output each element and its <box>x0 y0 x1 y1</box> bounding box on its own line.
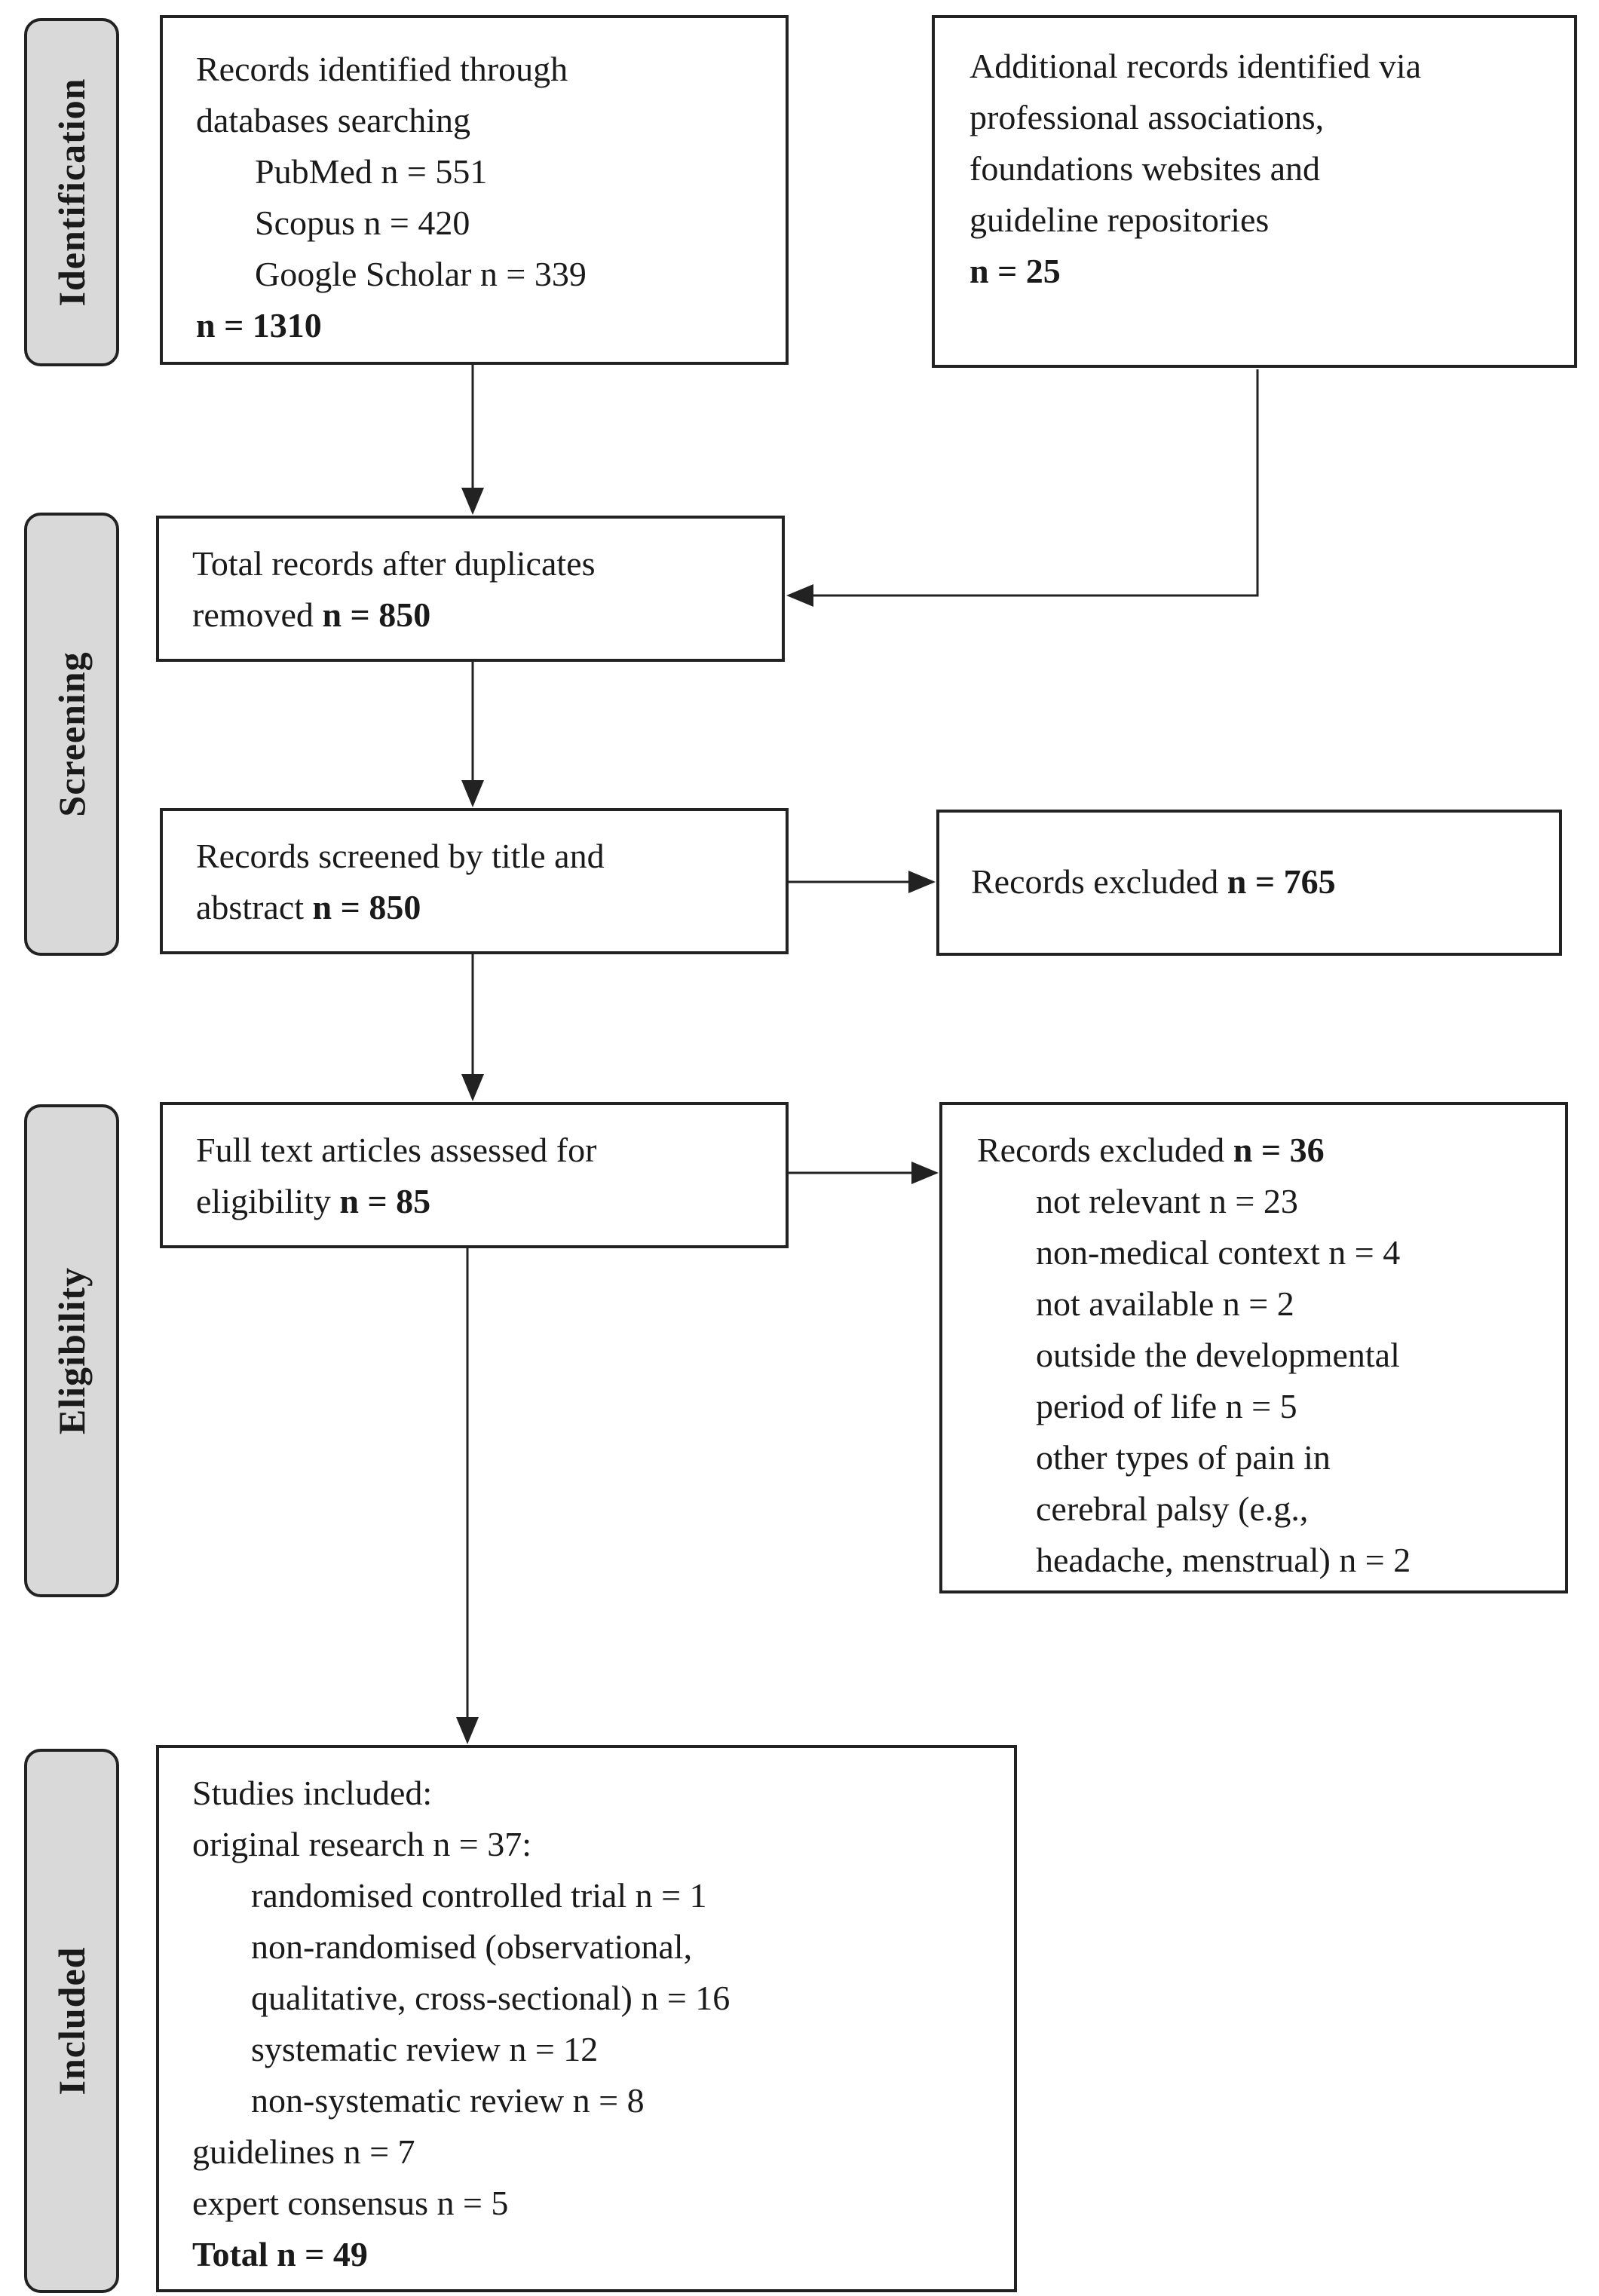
included-sub-item: non-systematic review n = 8 <box>251 2081 645 2120</box>
excluded-screening-text: Records excluded <box>971 862 1227 901</box>
after-duplicates-line-1: Total records after duplicates <box>192 544 596 583</box>
included-sub-item: randomised controlled trial n = 1 <box>251 1876 707 1915</box>
additional-line-1: Additional records identified via <box>970 47 1422 85</box>
full-text-line-1: Full text articles assessed for <box>196 1131 597 1169</box>
included-sub-item: systematic review n = 12 <box>251 2030 599 2068</box>
additional-line-3: foundations websites and <box>970 149 1321 188</box>
included-head: Studies included: <box>192 1774 433 1812</box>
box-records-excluded-screening: Records excluded n = 765 <box>936 810 1562 956</box>
additional-line-2: professional associations, <box>970 98 1325 136</box>
excluded-reason: cerebral palsy (e.g., <box>1036 1489 1309 1528</box>
excluded-reason: non-medical context n = 4 <box>1036 1233 1401 1272</box>
identified-line-2: databases searching <box>196 101 471 139</box>
identified-total: n = 1310 <box>196 306 322 344</box>
full-text-text: eligibility <box>196 1182 340 1220</box>
phase-identification: Identification <box>24 18 119 366</box>
included-total-text: Total <box>192 2235 277 2273</box>
screened-line-2: abstract n = 850 <box>196 882 786 933</box>
screened-line-1: Records screened by title and <box>196 837 605 875</box>
identified-line-1: Records identified through <box>196 50 568 88</box>
excluded-reason: period of life n = 5 <box>1036 1387 1297 1425</box>
full-text-count: n = 85 <box>339 1182 431 1220</box>
box-studies-included: Studies included: original research n = … <box>156 1745 1017 2292</box>
included-original-research: original research n = 37: <box>192 1825 532 1863</box>
screened-text: abstract <box>196 888 313 926</box>
phase-included: Included <box>24 1749 119 2293</box>
excluded-reason: headache, menstrual) n = 2 <box>1036 1541 1411 1579</box>
excluded-reason: other types of pain in <box>1036 1438 1331 1477</box>
included-total: Total n = 49 <box>192 2229 1014 2280</box>
identified-scopus: Scopus n = 420 <box>255 204 470 242</box>
included-total-count: n = 49 <box>277 2235 368 2273</box>
phase-eligibility: Eligibility <box>24 1104 119 1597</box>
included-consensus: expert consensus n = 5 <box>192 2184 509 2222</box>
included-sub-item: non-randomised (observational, <box>251 1927 693 1966</box>
box-records-screened: Records screened by title and abstract n… <box>160 808 789 954</box>
box-records-identified-databases: Records identified through databases sea… <box>160 15 789 365</box>
excluded-reason: not relevant n = 23 <box>1036 1182 1298 1220</box>
identified-scholar: Google Scholar n = 339 <box>255 255 587 293</box>
box-after-duplicates: Total records after duplicates removed n… <box>156 516 785 662</box>
additional-line-4: guideline repositories <box>970 201 1270 239</box>
excluded-eligibility-text: Records excluded <box>977 1131 1233 1169</box>
after-duplicates-line-2: removed n = 850 <box>192 589 782 641</box>
included-sub-item: qualitative, cross-sectional) n = 16 <box>251 1979 731 2017</box>
identified-pubmed: PubMed n = 551 <box>255 152 488 191</box>
excluded-eligibility-count: n = 36 <box>1233 1131 1325 1169</box>
additional-total: n = 25 <box>970 252 1061 290</box>
excluded-eligibility-head: Records excluded n = 36 <box>977 1125 1565 1176</box>
excluded-reason: outside the developmental <box>1036 1336 1400 1374</box>
phase-screening: Screening <box>24 513 119 956</box>
box-records-excluded-eligibility: Records excluded n = 36 not relevant n =… <box>939 1102 1568 1593</box>
after-duplicates-text: removed <box>192 595 323 634</box>
arrow-additional-to-duplicates <box>786 369 1259 607</box>
excluded-screening-count: n = 765 <box>1227 862 1336 901</box>
full-text-line-2: eligibility n = 85 <box>196 1176 786 1227</box>
excluded-screening-line: Records excluded n = 765 <box>971 856 1559 908</box>
after-duplicates-count: n = 850 <box>322 595 431 634</box>
box-additional-records: Additional records identified via profes… <box>932 15 1577 368</box>
screened-count: n = 850 <box>312 888 421 926</box>
excluded-reason: not available n = 2 <box>1036 1284 1294 1323</box>
box-full-text-assessed: Full text articles assessed for eligibil… <box>160 1102 789 1248</box>
included-guidelines: guidelines n = 7 <box>192 2132 415 2171</box>
